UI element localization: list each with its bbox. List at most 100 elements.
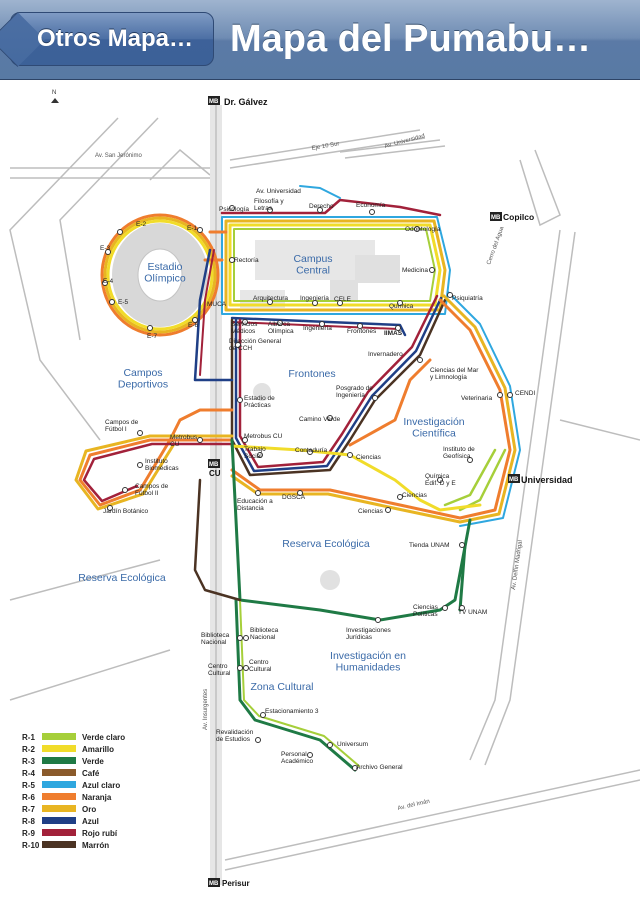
legend-code: R-1 (22, 733, 35, 742)
legend-code: R-3 (22, 757, 35, 766)
stop-archivo-general: Archivo General (356, 764, 403, 771)
stop-e6: E-6 (188, 322, 199, 329)
stop-medicina: Medicina (402, 267, 428, 274)
stop-e1: E-1 (187, 225, 198, 232)
station-universidad: Universidad (521, 475, 573, 485)
stop-invernadero: Invernadero (368, 351, 403, 358)
stop-contaduria: Contaduría (295, 447, 328, 454)
metrobus-icon (508, 474, 520, 483)
stop-jardin-botanico: Jardín Botánico (103, 508, 149, 515)
legend-label: Amarillo (82, 745, 114, 754)
pumabus-map[interactable]: Av. San Jerónimo Eje 10 Sur Av. Universi… (0, 80, 640, 918)
insurgentes-avenue (210, 105, 222, 885)
area-zona-cultural: Zona Cultural (250, 681, 313, 693)
stop-labels: E-1 E-2 E-3 E-4 E-5 E-6 E-7 Av. Universi… (100, 188, 535, 771)
stop-iimas: IIMAS (384, 330, 403, 337)
stop-universum: Universum (337, 741, 368, 748)
stop-e3: E-3 (100, 245, 111, 252)
legend-code: R-8 (22, 817, 35, 826)
legend-swatch (42, 757, 76, 764)
stop-cendi: CENDI (515, 390, 535, 397)
legend-code: R-5 (22, 781, 35, 790)
stop-tv-unam: TV UNAM (458, 609, 487, 616)
metrobus-icon (208, 96, 220, 105)
legend-row: R-7 Oro (22, 805, 96, 814)
back-button[interactable]: Otros Mapa… (0, 11, 214, 68)
svg-text:MB: MB (209, 462, 219, 468)
stop-ingenieria: Ingeniería (300, 295, 329, 302)
stop-e2: E-2 (136, 221, 147, 228)
back-button-label: Otros Mapa… (37, 25, 194, 52)
legend-label: Oro (82, 805, 96, 814)
metrobus-icon (490, 212, 502, 221)
navigation-bar: Otros Mapa… Mapa del Pumabu… (0, 0, 640, 80)
legend-code: R-9 (22, 829, 35, 838)
legend-row: R-5 Azul claro (22, 781, 120, 790)
stop-dgsca: DGSCA (282, 494, 306, 501)
legend-swatch (42, 817, 76, 824)
legend-label: Azul claro (82, 781, 120, 790)
stop-ciencias-1: Ciencias (356, 454, 382, 461)
stop-e5: E-5 (118, 299, 129, 306)
legend-code: R-7 (22, 805, 35, 814)
stop-camino-verde: Camino Verde (299, 416, 341, 423)
legend-swatch (42, 793, 76, 800)
stop-estacionamiento-3: Estacionamiento 3 (265, 708, 319, 715)
road-av-san-jeronimo: Av. San Jerónimo (95, 153, 142, 159)
stop-arquitectura: Arquitectura (253, 295, 288, 302)
legend-swatch (42, 769, 76, 776)
legend-swatch (42, 829, 76, 836)
legend-code: R-2 (22, 745, 35, 754)
svg-text:MB: MB (491, 215, 501, 221)
stop-ingenieria-2: Ingeniería (303, 325, 332, 332)
svg-text:MB: MB (209, 881, 219, 887)
legend-swatch (42, 781, 76, 788)
area-reserva-ecologica-2: Reserva Ecológica (78, 572, 166, 584)
stop-markers (102, 205, 513, 771)
stop-metrobus-cu: Metrobus CU (244, 433, 283, 440)
road-av-insurgentes: Av. Insurgentes (203, 689, 209, 730)
page-title: Mapa del Pumabu… (230, 18, 592, 60)
legend-row: R-6 Naranja (22, 793, 112, 802)
station-copilco: Copilco (503, 212, 534, 222)
legend-label: Naranja (82, 793, 112, 802)
legend-row: R-8 Azul (22, 817, 99, 826)
metrobus-stations: MB Dr. Gálvez MB Copilco MB Universidad … (208, 96, 573, 888)
legend-label: Café (82, 769, 100, 778)
stop-derecho: Derecho (309, 203, 334, 210)
stop-muca: MUCA (207, 301, 227, 308)
stop-e4: E-4 (103, 278, 114, 285)
legend-code: R-6 (22, 793, 35, 802)
metrobus-icon (208, 878, 220, 887)
legend-label: Azul (82, 817, 99, 826)
stop-rectoria: Rectoría (234, 257, 259, 264)
context-roads (9, 117, 640, 871)
metrobus-icon (208, 459, 220, 468)
stop-tienda-unam: Tienda UNAM (409, 542, 450, 549)
stop-av-universidad: Av. Universidad (256, 188, 301, 195)
legend-code: R-10 (22, 841, 40, 850)
legend-swatch (42, 745, 76, 752)
station-perisur: Perisur (222, 879, 250, 888)
